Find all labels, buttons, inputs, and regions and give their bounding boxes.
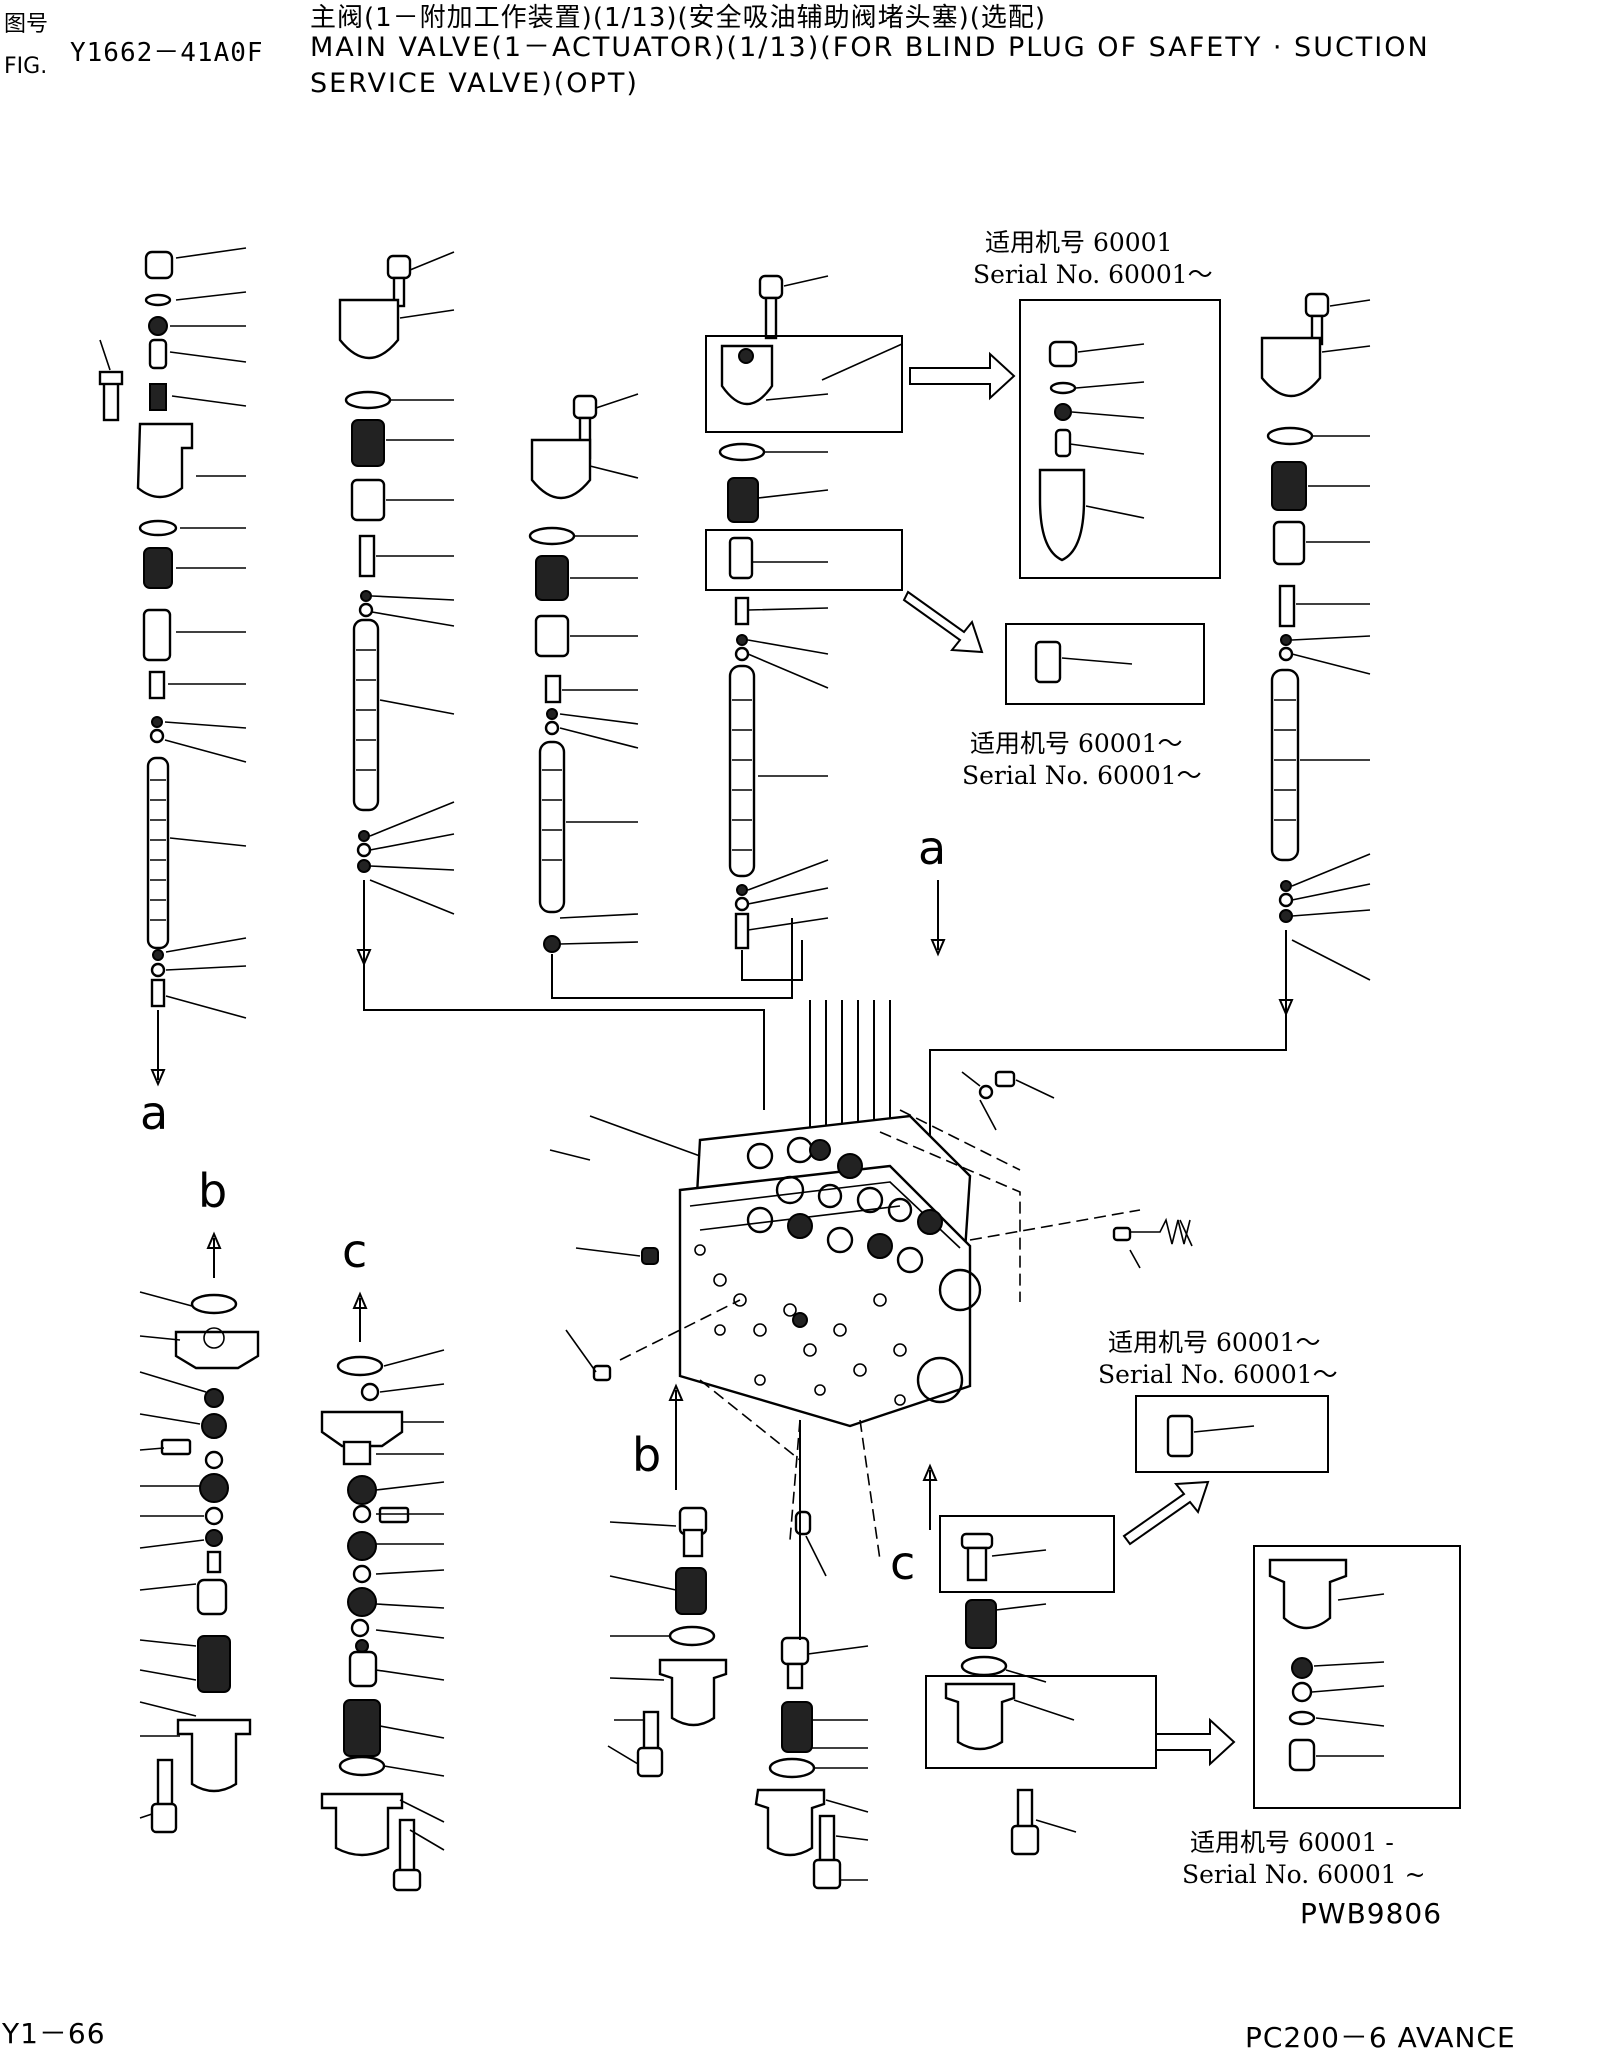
valve-body <box>678 1114 982 1428</box>
serial-cn-right: 适用机号 60001～ <box>1108 1328 1321 1357</box>
fig-label-en: FIG. <box>4 54 48 79</box>
serial-en-top: Serial No. 60001～ <box>973 260 1213 289</box>
spool-assembly-1 <box>98 247 247 1087</box>
marker-c-body: c <box>890 1536 916 1590</box>
spool-assembly-2 <box>338 251 765 1110</box>
drawing-number: PWB9806 <box>1300 1897 1443 1930</box>
connector-lines <box>809 1000 891 1130</box>
serial-en-right: Serial No. 60001～ <box>1098 1360 1338 1389</box>
inset-box-serial-right <box>1135 1395 1329 1473</box>
serial-cn-mid: 适用机号 60001～ <box>970 729 1183 758</box>
fig-code: Y1662－41A0F <box>70 38 264 68</box>
serial-en-mid: Serial No. 60001～ <box>962 761 1202 790</box>
plug-assembly-b <box>607 1506 728 1778</box>
marker-a-left: a <box>140 1086 169 1140</box>
relief-valve-b-assembly <box>139 1231 260 1834</box>
title-en-line1: MAIN VALVE(1－ACTUATOR)(1/13)(FOR BLIND P… <box>310 32 1430 63</box>
plug-assembly-middle <box>754 1420 869 1890</box>
inset-box-serial-mid <box>902 590 1205 705</box>
plug-assembly-c <box>925 1480 1236 1856</box>
spool-assembly-4 <box>705 274 903 981</box>
title-en-line2: SERVICE VALVE)(OPT) <box>310 68 639 99</box>
marker-b-top: b <box>198 1164 228 1218</box>
marker-b-body: b <box>632 1428 662 1482</box>
serial-cn-top: 适用机号 60001 <box>985 228 1173 257</box>
title-cn: 主阀(1－附加工作装置)(1/13)(安全吸油辅助阀堵头塞)(选配) <box>310 3 1047 33</box>
body-plugs <box>549 1070 1193 1561</box>
marker-a-right: a <box>918 821 947 875</box>
serial-en-bottom: Serial No. 60001 ~ <box>1182 1860 1426 1889</box>
inset-box-serial-bottom <box>1253 1545 1461 1809</box>
model-name: PC200－6 AVANCE <box>1245 2021 1516 2054</box>
spool-assembly-5 <box>929 292 1371 1170</box>
serial-cn-bottom: 适用机号 60001 - <box>1190 1828 1394 1857</box>
marker-c-top: c <box>342 1224 368 1278</box>
fig-label-cn: 图号 <box>4 12 49 37</box>
spool-assembly-3 <box>528 393 793 999</box>
relief-valve-c-assembly <box>320 1291 445 1892</box>
page-number: Y1－66 <box>2 2017 106 2050</box>
inset-box-serial-top <box>909 299 1221 579</box>
